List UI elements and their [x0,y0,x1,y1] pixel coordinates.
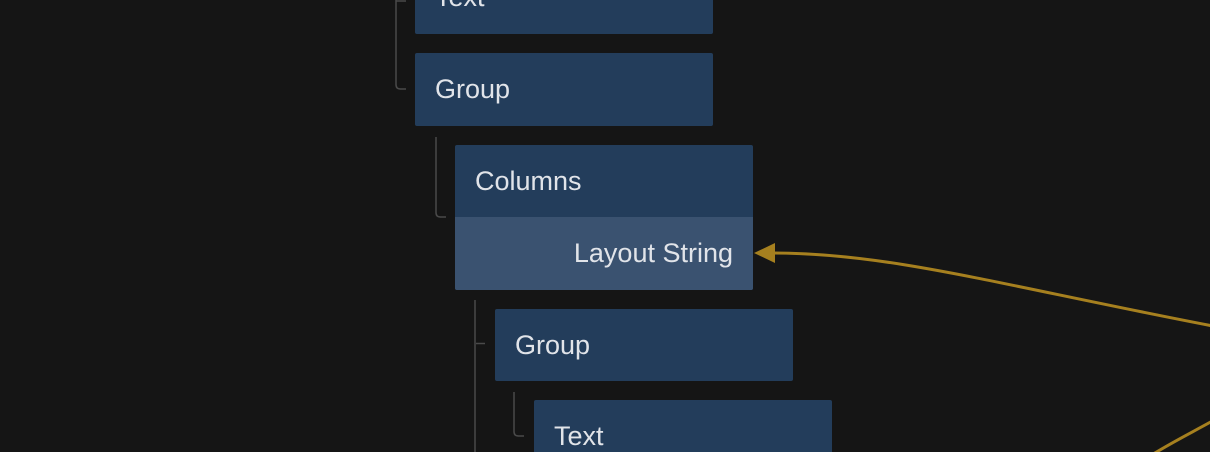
node-label: Columns [475,165,582,196]
node-group-2[interactable]: Group [495,309,793,381]
node-title-row: Group [495,309,793,381]
node-title-row: Columns [455,145,753,217]
node-title-row: Text [534,400,832,452]
node-label: Text [435,0,485,13]
connection-wire-layout-string[interactable] [772,251,1210,327]
port-label: Layout String [573,238,733,268]
node-text-2[interactable]: Text [534,400,832,452]
node-text-1[interactable]: Text [415,0,713,34]
node-title-row: Text [415,0,713,34]
node-label: Text [554,421,604,451]
tree-connector-elbow-group-1 [395,0,406,90]
port-row-layout-string[interactable]: Layout String [455,217,753,290]
connection-wire-secondary[interactable] [1150,419,1210,452]
tree-connector-elbow-text-2 [513,392,524,437]
connection-arrowhead-icon [754,243,775,263]
node-title-row: Group [415,53,713,126]
node-label: Group [515,329,591,360]
node-group-1[interactable]: Group [415,53,713,126]
node-label: Group [435,74,511,104]
node-columns[interactable]: Columns Layout String [455,145,753,290]
tree-connector-elbow-columns [435,137,446,218]
